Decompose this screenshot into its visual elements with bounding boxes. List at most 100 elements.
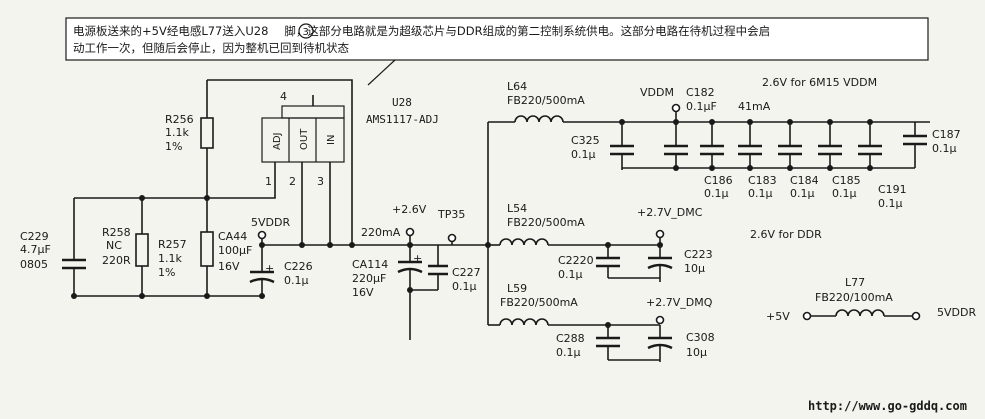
l54-ref: L54 (507, 202, 527, 215)
r257-tol: 1% (158, 266, 175, 279)
pin-label-in: IN (326, 135, 337, 145)
c187-value: 0.1μ (932, 142, 957, 155)
rail-current: 220mA (361, 226, 401, 239)
vddm-label: VDDM (640, 86, 674, 99)
c288-ref: C288 (556, 332, 585, 345)
c325-value: 0.1μ (571, 148, 596, 161)
pin-number-4: 4 (280, 90, 287, 103)
c308-value: 10μ (686, 346, 707, 359)
dmq-terminal (655, 315, 665, 325)
c2220-ref: C2220 (558, 254, 594, 267)
capacitor-c229 (62, 198, 86, 296)
inductor-l59 (488, 318, 660, 326)
ca114-ref: CA114 (352, 258, 388, 271)
ddr-title: 2.6V for DDR (750, 228, 822, 241)
vddr-label: 5VDDR (251, 216, 290, 229)
regulator-u28: ADJ OUT IN 4 1 2 3 U28 AMS1117-ADJ (261, 90, 439, 188)
c229-value: 4.7μF (20, 243, 51, 256)
watermark-url: http://www.go-gddq.com (808, 399, 967, 413)
ca114-voltage: 16V (352, 286, 374, 299)
ca114-value: 220μF (352, 272, 386, 285)
r257-ref: R257 (158, 238, 187, 251)
c185-value: 0.1μ (832, 187, 857, 200)
capacitor-pair-dmq (596, 322, 673, 362)
vddm-terminal (671, 103, 681, 113)
r258-ref: R258 (102, 226, 131, 239)
capacitor-bank-vddm (619, 119, 927, 171)
c227-ref: C227 (452, 266, 481, 279)
l64-ref: L64 (507, 80, 527, 93)
dmc-rail-label: +2.7V_DMC (637, 206, 703, 219)
circled-pin-number: 3 (303, 27, 309, 38)
rail-26v-terminal (405, 227, 415, 237)
tp35-terminal (447, 233, 457, 243)
polarity-plus-1: + (265, 262, 274, 275)
c2220-value: 0.1μ (558, 268, 583, 281)
c223-value: 10μ (684, 262, 705, 275)
ca44-ref: CA44 (218, 230, 247, 243)
c226-value: 0.1μ (284, 274, 309, 287)
l77-output-label: 5VDDR (937, 306, 976, 319)
c186-ref: C186 (704, 174, 733, 187)
capacitor-pair-dmc (596, 242, 673, 282)
c187-ref: C187 (932, 128, 961, 141)
regulator-part: AMS1117-ADJ (366, 113, 439, 126)
pin-number-3: 3 (317, 175, 324, 188)
c182-ref: C182 (686, 86, 715, 99)
ca44-value: 100μF (218, 244, 252, 257)
c227-value: 0.1μ (452, 280, 477, 293)
c184-ref: C184 (790, 174, 819, 187)
c185-ref: C185 (832, 174, 861, 187)
c183-ref: C183 (748, 174, 777, 187)
l77-input-label: +5V (766, 310, 790, 323)
resistor-r256 (200, 117, 214, 149)
rail-26v-label: +2.6V (392, 203, 427, 216)
pin-label-adj: ADJ (272, 133, 283, 151)
r258-value: NC (106, 239, 122, 252)
inductor-l54 (488, 238, 660, 246)
c288-value: 0.1μ (556, 346, 581, 359)
inductor-l64 (488, 115, 930, 123)
c226-ref: C226 (284, 260, 313, 273)
capacitor-c325 (610, 122, 634, 170)
c191-value: 0.1μ (878, 197, 903, 210)
vddr-terminal (257, 230, 267, 240)
r256-tol: 1% (165, 140, 182, 153)
pin-number-1: 1 (265, 175, 272, 188)
r256-ref: R256 (165, 113, 194, 126)
c183-value: 0.1μ (748, 187, 773, 200)
l77-ref: L77 (845, 276, 865, 289)
l59-value: FB220/500mA (500, 296, 578, 309)
l59-ref: L59 (507, 282, 527, 295)
l54-value: FB220/500mA (507, 216, 585, 229)
r258-value-2: 220R (102, 254, 131, 267)
c325-ref: C325 (571, 134, 600, 147)
c191-ref: C191 (878, 183, 907, 196)
polarity-plus-2: + (413, 252, 422, 265)
c223-ref: C223 (684, 248, 713, 261)
l77-value: FB220/100mA (815, 291, 893, 304)
capacitor-group-ca114: + (397, 245, 448, 340)
pin-label-out: OUT (299, 128, 310, 150)
c184-value: 0.1μ (790, 187, 815, 200)
c186-value: 0.1μ (704, 187, 729, 200)
ca44-voltage: 16V (218, 260, 240, 273)
capacitor-ca44 (200, 231, 214, 296)
r257-value: 1.1k (158, 252, 182, 265)
l64-value: FB220/500mA (507, 94, 585, 107)
c182-value: 0.1μF (686, 100, 717, 113)
annotation-line-2: 动工作一次，但随后会停止，因为整机已回到待机状态 (73, 41, 349, 55)
tp35-label: TP35 (437, 208, 465, 221)
annotation-pointer (367, 59, 396, 86)
dmq-rail-label: +2.7V_DMQ (646, 296, 713, 309)
vddm-title: 2.6V for 6M15 VDDM (762, 76, 877, 89)
c229-ref: C229 (20, 230, 49, 243)
c308-ref: C308 (686, 331, 715, 344)
regulator-ref: U28 (392, 96, 412, 109)
inductor-l77 (802, 309, 921, 321)
circled-pin-marker (298, 23, 314, 39)
pin-number-2: 2 (289, 175, 296, 188)
dmc-terminal (655, 229, 665, 239)
